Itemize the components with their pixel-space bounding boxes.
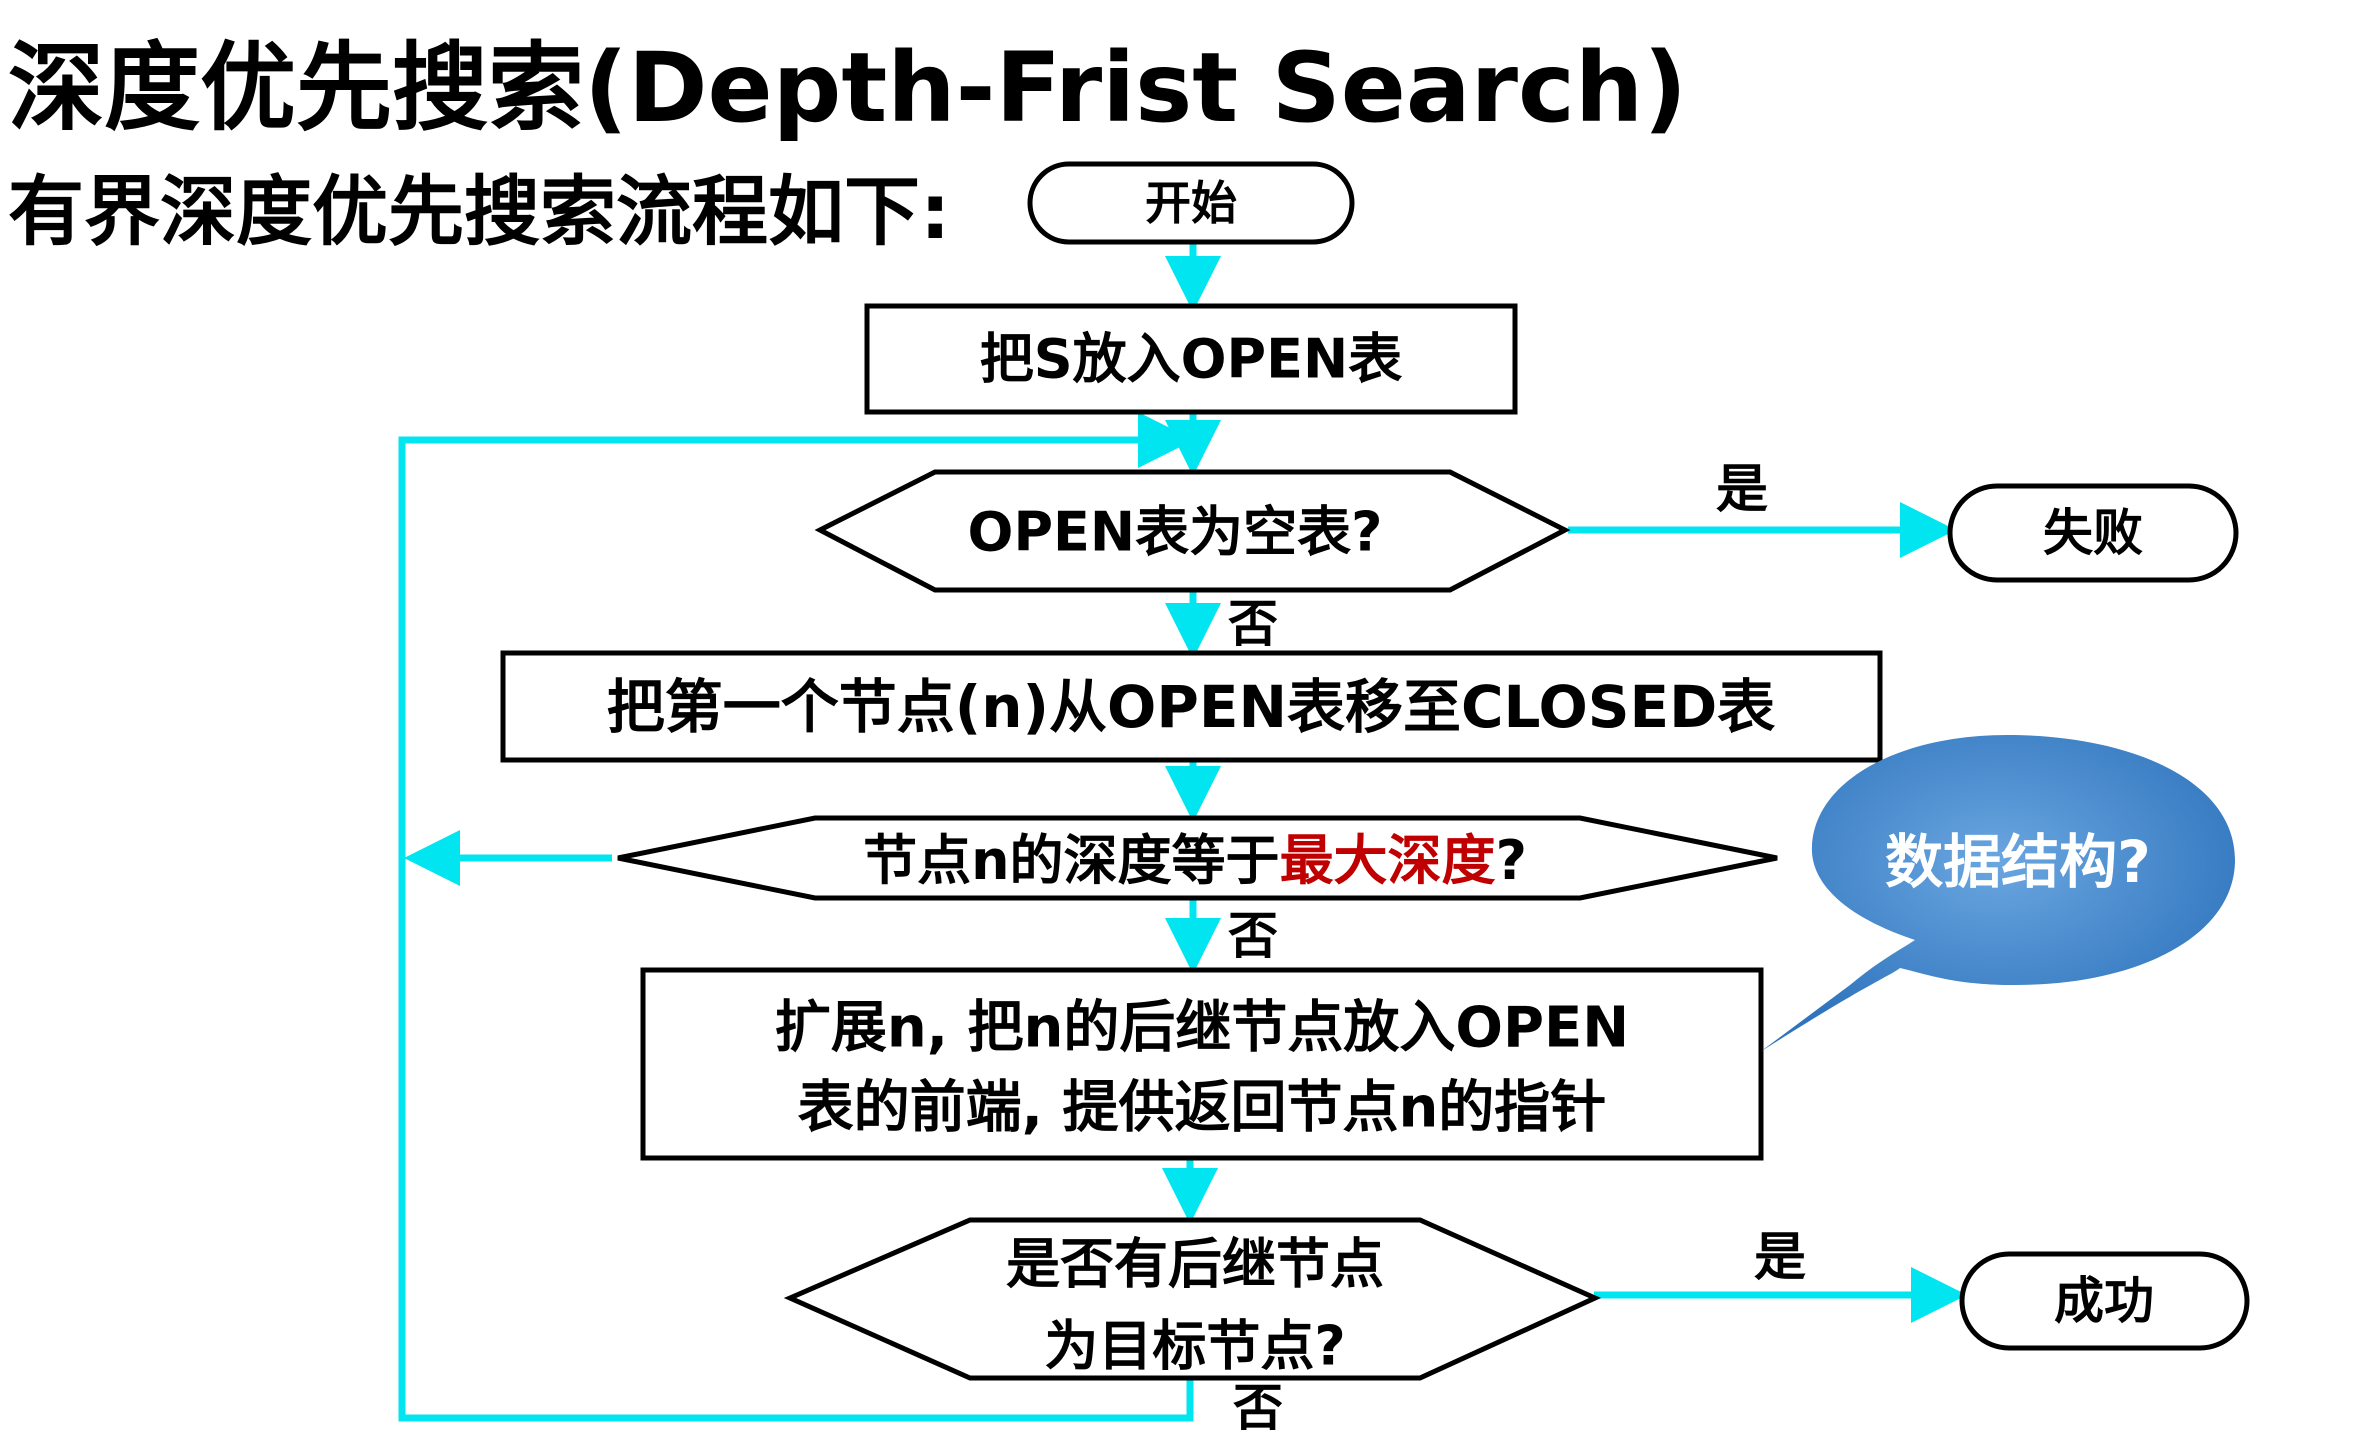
callout-bubble: 数据结构? [1760, 735, 2235, 1052]
depth-check-suffix: ? [1496, 829, 1527, 892]
put-s-node [864, 303, 1518, 415]
success-node [1959, 1251, 2250, 1351]
expand-line1: 扩展n, 把n的后继节点放入OPEN [775, 996, 1629, 1061]
depth-check-highlight: 最大深度 [1280, 829, 1496, 892]
success-label: 成功 [2054, 1272, 2154, 1330]
edge-label-no-2: 否 [1228, 907, 1278, 965]
edge-label-no-3: 否 [1233, 1379, 1283, 1434]
fail-label: 失败 [2043, 504, 2143, 562]
goal-check-decision [783, 1217, 1602, 1381]
move-first-node [500, 650, 1883, 763]
open-empty-decision [814, 469, 1571, 593]
start-node [1027, 161, 1355, 245]
move-first-label: 把第一个节点(n)从OPEN表移至CLOSED表 [607, 673, 1776, 741]
start-label: 开始 [1145, 176, 1237, 230]
open-empty-label: OPEN表为空表? [968, 501, 1383, 564]
goal-line1: 是否有后继节点 [1006, 1233, 1384, 1296]
page-title: 深度优先搜索(Depth-Frist Search) [8, 32, 1688, 144]
depth-check-prefix: 节点n的深度等于 [863, 829, 1279, 892]
edge-label-yes-fail: 是 [1716, 460, 1768, 520]
put-s-label: 把S放入OPEN表 [980, 328, 1402, 391]
page-subtitle: 有界深度优先搜索流程如下: [8, 167, 951, 256]
expand-node [640, 967, 1764, 1161]
expand-line2: 表的前端, 提供返回节点n的指针 [798, 1076, 1607, 1141]
edge-loop-back [398, 412, 1194, 1422]
fail-node [1947, 483, 2239, 583]
depth-check-decision [617, 815, 1778, 901]
depth-check-label: 节点n的深度等于最大深度? [863, 829, 1527, 892]
callout-text: 数据结构? [1885, 828, 2151, 896]
edge-label-no-1: 否 [1228, 595, 1278, 653]
edge-label-yes-success: 是 [1754, 1228, 1806, 1288]
goal-line2: 为目标节点? [1044, 1315, 1345, 1378]
